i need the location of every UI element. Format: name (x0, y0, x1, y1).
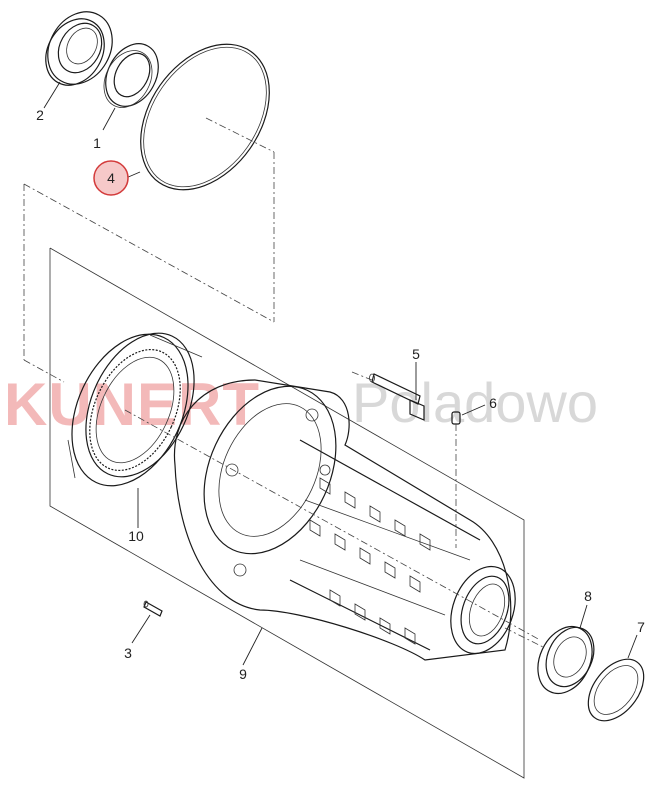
part-output-bearing (504, 625, 595, 695)
part-o-ring (140, 43, 270, 191)
part-seal-large (45, 11, 113, 86)
callout-5: 5 (412, 346, 420, 362)
callout-3: 3 (124, 645, 132, 661)
watermark-brand: KUNERT (4, 371, 260, 438)
part-bearing-ring (103, 43, 159, 108)
callout-8: 8 (584, 588, 592, 604)
callout-7: 7 (637, 619, 645, 635)
watermark-suffix: Poladowo (352, 371, 598, 434)
part-ring-gear (67, 332, 203, 487)
callout-6: 6 (489, 395, 497, 411)
callout-labels: 2 1 4 3 10 9 5 6 8 7 (36, 107, 645, 682)
alignment-dashed-box (23, 117, 275, 383)
callout-9: 9 (239, 666, 247, 682)
callout-10: 10 (128, 528, 144, 544)
callout-4-highlight (93, 160, 129, 196)
part-grease-nipple (451, 411, 461, 548)
callout-4: 4 (107, 170, 115, 186)
callout-2: 2 (36, 107, 44, 123)
callout-1: 1 (93, 135, 101, 151)
part-bolt (351, 371, 425, 421)
leader-lines (43, 81, 638, 666)
part-housing (124, 379, 541, 661)
assembly-frame (49, 247, 525, 779)
part-output-seal (587, 658, 645, 722)
part-pin (143, 600, 163, 617)
